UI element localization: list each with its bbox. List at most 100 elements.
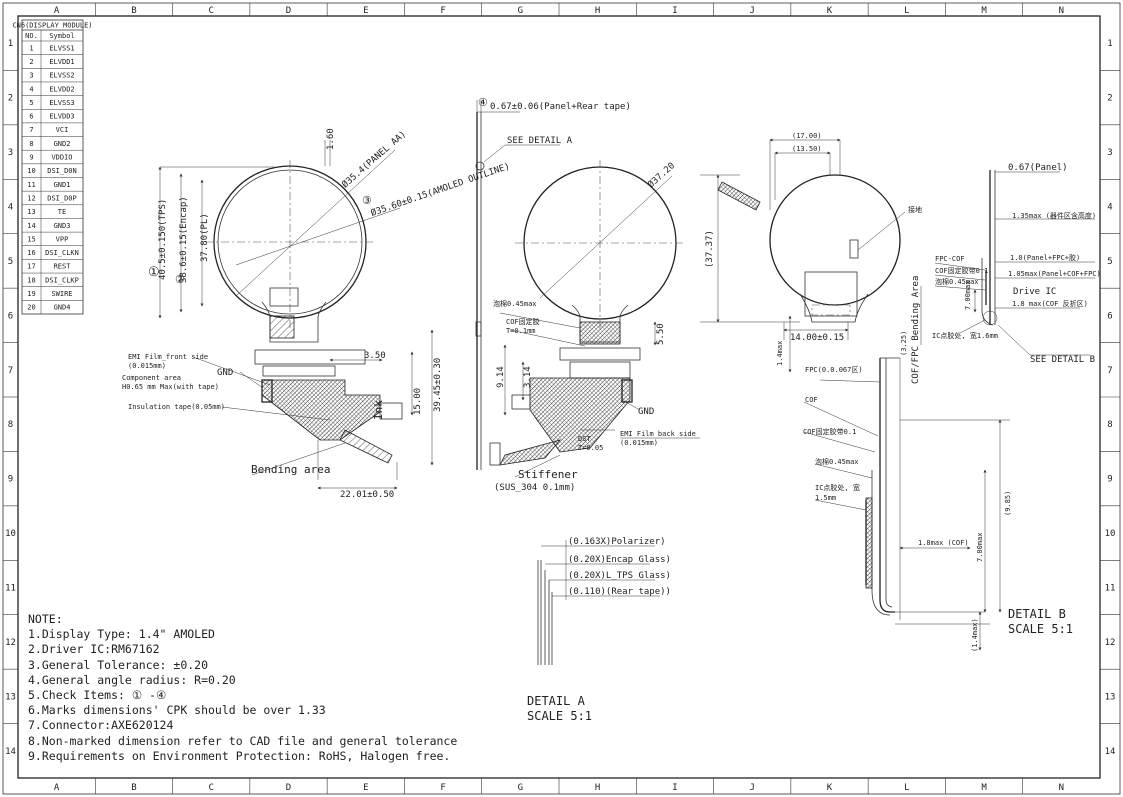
detail-b-title: DETAIL B [1008,607,1066,621]
db-foam: 泡棉0.45max [935,277,979,286]
pin-symbol: DSI_D0N [47,167,77,175]
pin-symbol: DSI_D0P [47,194,77,202]
note-5: 5.Check Items: ① -④ [28,688,167,703]
col-label-top-A: A [54,6,60,16]
col-label-bottom-F: F [440,783,445,793]
row-label-right-10: 10 [1105,529,1116,539]
pin-number: 3 [29,72,33,80]
col-label-bottom-B: B [131,783,136,793]
emi-front-label: EMI Film_front side [128,353,208,361]
front-gnd-label: GND [217,368,233,378]
emi-back-sub: (0.015mm) [620,439,658,447]
row-label-left-8: 8 [8,420,13,430]
note-3: 3.General Tolerance: ±0.20 [28,657,209,672]
col-label-bottom-E: E [363,783,368,793]
pin-table-title: CN6(DISPLAY MODULE) [12,22,92,30]
pin-symbol: ELVDD2 [49,85,74,93]
pin-symbol: ELVSS1 [49,44,74,52]
row-label-left-2: 2 [8,94,13,104]
col-label-top-C: C [209,6,214,16]
front-dim-vert-2: 38.6±0.15(Encap) [179,196,189,283]
row-label-left-10: 10 [5,529,16,539]
dbl-14: (1.4max) [971,618,979,652]
pin-number: 12 [27,194,35,202]
row-label-right-6: 6 [1107,311,1112,321]
pin-number: 9 [29,154,33,162]
pin-number: 18 [27,276,35,284]
front-view: 1.60 Ø35.4(PANEL AA) Ø35.60±0.15(AMOLED … [122,128,511,500]
row-label-left-9: 9 [8,475,13,485]
row-label-right-12: 12 [1105,638,1116,648]
da-rear-tape: (0.110)(Rear tape)) [568,587,671,597]
right-label-cn: 接地 [908,205,922,214]
col-label-top-E: E [363,6,368,16]
col-label-bottom-N: N [1059,783,1064,793]
back-gnd-label: GND [638,407,654,417]
db-fpc-cof: FPC-COF [935,255,965,263]
bending-area-label: Bending area [251,463,330,476]
note-9: 9.Requirements on Environment Protection… [28,748,451,763]
db-cof-glue: COF固定胶带0.1 [935,266,988,275]
pin-symbol: GND2 [54,140,71,148]
pin-symbol: REST [54,263,72,271]
detail-b-upper: 0.67(Panel) 1.35max (器件区含高度) FPC-COF 1.0… [932,163,1101,365]
row-label-left-3: 3 [8,148,13,158]
pin-number: 4 [29,85,33,93]
pin-number: 2 [29,58,33,66]
front-dim-vert-1: 40.5±0.150(TPS) [158,199,168,280]
pin-number: 8 [29,140,33,148]
col-label-bottom-D: D [286,783,291,793]
front-dim-vert-3: 37.80(PL) [200,213,210,262]
right-view: (17.00) (13.50) (37.37) 14.00±0.15 1.4ma… [700,132,922,384]
row-label-left-5: 5 [8,257,13,267]
pin-symbol: SWIRE [51,290,72,298]
pin-number: 7 [29,126,33,134]
back-dim-314: 3.14 [523,366,533,388]
pin-number: 16 [27,249,35,257]
pin-table-row: 8 GND2 [22,140,83,151]
row-label-right-7: 7 [1107,366,1112,376]
row-label-right-13: 13 [1105,692,1116,702]
note-1: 1.Display Type: 1.4" AMOLED [28,627,215,642]
pin-symbol: GND3 [54,222,71,230]
front-dim-350: 3.50 [364,351,386,361]
detail-a-caption: DETAIL A SCALE 5:1 [527,694,592,724]
col-label-top-F: F [440,6,445,16]
pin-table-row: 9 VDDIO [22,154,83,165]
col-label-bottom-G: G [518,783,523,793]
row-label-left-11: 11 [5,584,16,594]
db-comp-height: 1.35max (器件区含高度) [1012,211,1096,220]
dbl-glue: COF固定胶带0.1 [803,427,856,436]
pin-symbol: VDDIO [51,154,72,162]
detail-b-lower: FPC(0.0.067区) COF COF固定胶带0.1 泡棉0.45max I… [803,357,1012,652]
front-dim-2201: 22.01±0.50 [340,490,394,500]
front-check-2: ② [175,273,185,286]
stiffener-sub: (SUS_304 0.1mm) [494,483,575,493]
dst-label: DST [578,435,591,443]
pin-symbol: VPP [56,235,69,243]
back-dim-550: 5.50 [656,323,666,345]
detail-b-scale: SCALE 5:1 [1008,622,1074,636]
col-label-top-L: L [904,6,909,16]
pin-symbol: ELVDD1 [49,58,74,66]
cof-bending-label: COF/FPC Bending Area [911,276,921,384]
dbl-foam: 泡棉0.45max [815,457,859,466]
pin-number: 20 [27,304,35,312]
dbl-cof: COF [805,396,818,404]
right-dim-3737: (37.37) [705,230,715,268]
note-4: 4.General angle radius: R=0.20 [28,672,236,687]
pin-table-row: 2 ELVDD1 [22,58,83,69]
row-label-left-12: 12 [5,638,16,648]
col-label-top-D: D [286,6,291,16]
note-7: 7.Connector:AXE620124 [28,718,174,733]
